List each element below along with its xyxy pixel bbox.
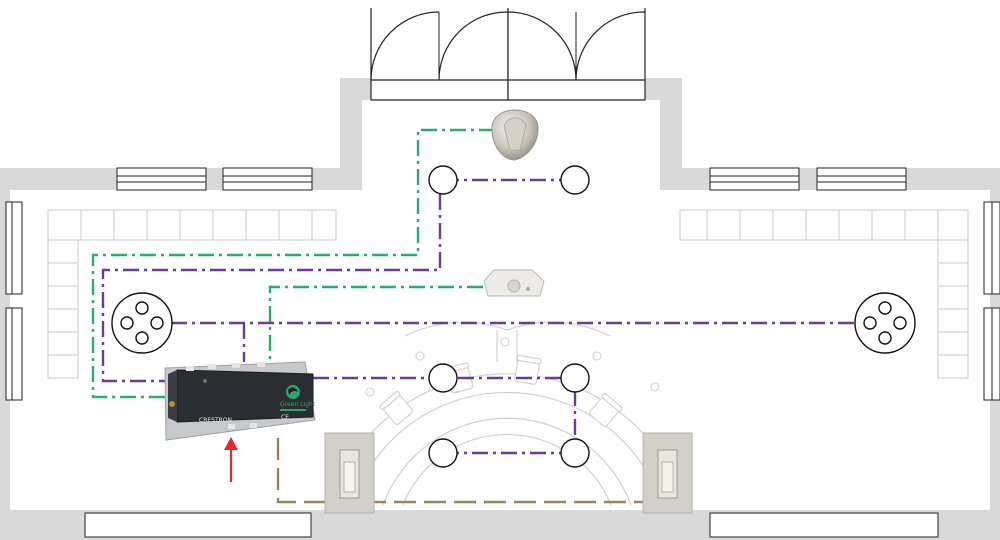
window-bottom-left (84, 512, 312, 538)
ceiling-light-icon (560, 438, 590, 468)
ceiling-light-icon (428, 363, 458, 393)
wall-switch-icon (642, 432, 693, 514)
double-door-right (507, 8, 646, 101)
chair-icon (514, 354, 542, 385)
shelving-right (679, 209, 969, 379)
wall-occupancy-sensor-icon (491, 109, 539, 161)
ceiling-lights (428, 165, 590, 468)
ceiling-occupancy-sensor-icon (483, 269, 545, 297)
window-right-1 (983, 201, 1000, 295)
ceiling-light-icon (560, 165, 590, 195)
double-door-left (370, 8, 509, 101)
shelving-left (47, 209, 337, 379)
brand-logo-icon (286, 385, 300, 399)
controller-brand: CRESTRON (199, 417, 232, 424)
ceiling-light-icon (428, 438, 458, 468)
controller-logo-text: Green Light (280, 401, 316, 408)
chair-icon (379, 391, 413, 425)
window-top-right-2 (816, 167, 907, 191)
ceiling-light-icon (560, 363, 590, 393)
window-top-left-1 (116, 167, 207, 191)
ceiling-light-icon (428, 165, 458, 195)
occupancy-sensor-wiring (91, 128, 495, 399)
pendant-light-icon (854, 292, 916, 354)
chair-icon (589, 393, 623, 427)
windows (5, 167, 1000, 538)
wall-switch-icon (324, 432, 375, 514)
chairs (365, 337, 660, 427)
window-right-2 (983, 307, 1000, 401)
arrow-up-icon (224, 437, 238, 482)
window-top-right-1 (709, 167, 800, 191)
pendant-light-icon (111, 292, 173, 354)
window-top-left-2 (222, 167, 313, 191)
conference-table (329, 321, 685, 506)
window-bottom-right (709, 512, 939, 538)
wall-switch-wiring (276, 438, 645, 504)
window-left-2 (5, 307, 23, 401)
lighting-controller: Green Light CRESTRON CE (164, 361, 316, 441)
window-left-1 (5, 201, 23, 295)
controller-ce-mark: CE (281, 414, 289, 421)
